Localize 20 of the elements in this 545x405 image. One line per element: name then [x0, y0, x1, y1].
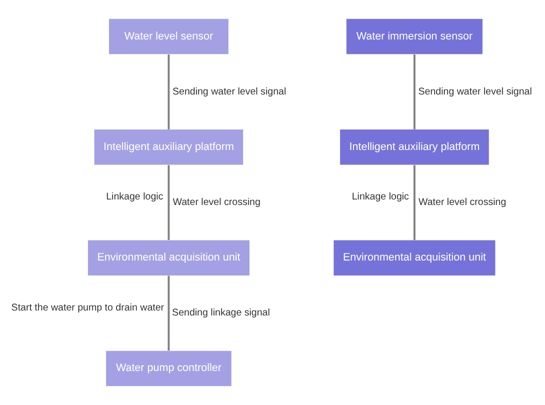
edge-label: Water level crossing [418, 196, 506, 208]
node-box: Water pump controller [106, 350, 232, 386]
edge-label: Water level crossing [172, 196, 260, 208]
node-box: Water immersion sensor [346, 18, 483, 54]
node-box: Water level sensor [109, 18, 228, 54]
label: Start the water pump to drain water [11, 302, 164, 314]
edge-label: Sending water level signal [172, 86, 286, 98]
connector [168, 165, 170, 240]
connector [414, 54, 416, 130]
label: Linkage logic [352, 192, 409, 203]
connector [168, 54, 170, 130]
node-box: Environmental acquisition unit [334, 240, 496, 276]
connector [168, 276, 170, 351]
node-box: Intelligent auxiliary platform [94, 130, 244, 165]
edge-label: Sending linkage signal [172, 308, 270, 319]
edge-label: Sending water level signal [418, 86, 532, 98]
label: Linkage logic [106, 192, 164, 203]
node-box: Environmental acquisition unit [88, 240, 250, 276]
connector [414, 165, 416, 240]
node-box: Intelligent auxiliary platform [340, 130, 489, 165]
